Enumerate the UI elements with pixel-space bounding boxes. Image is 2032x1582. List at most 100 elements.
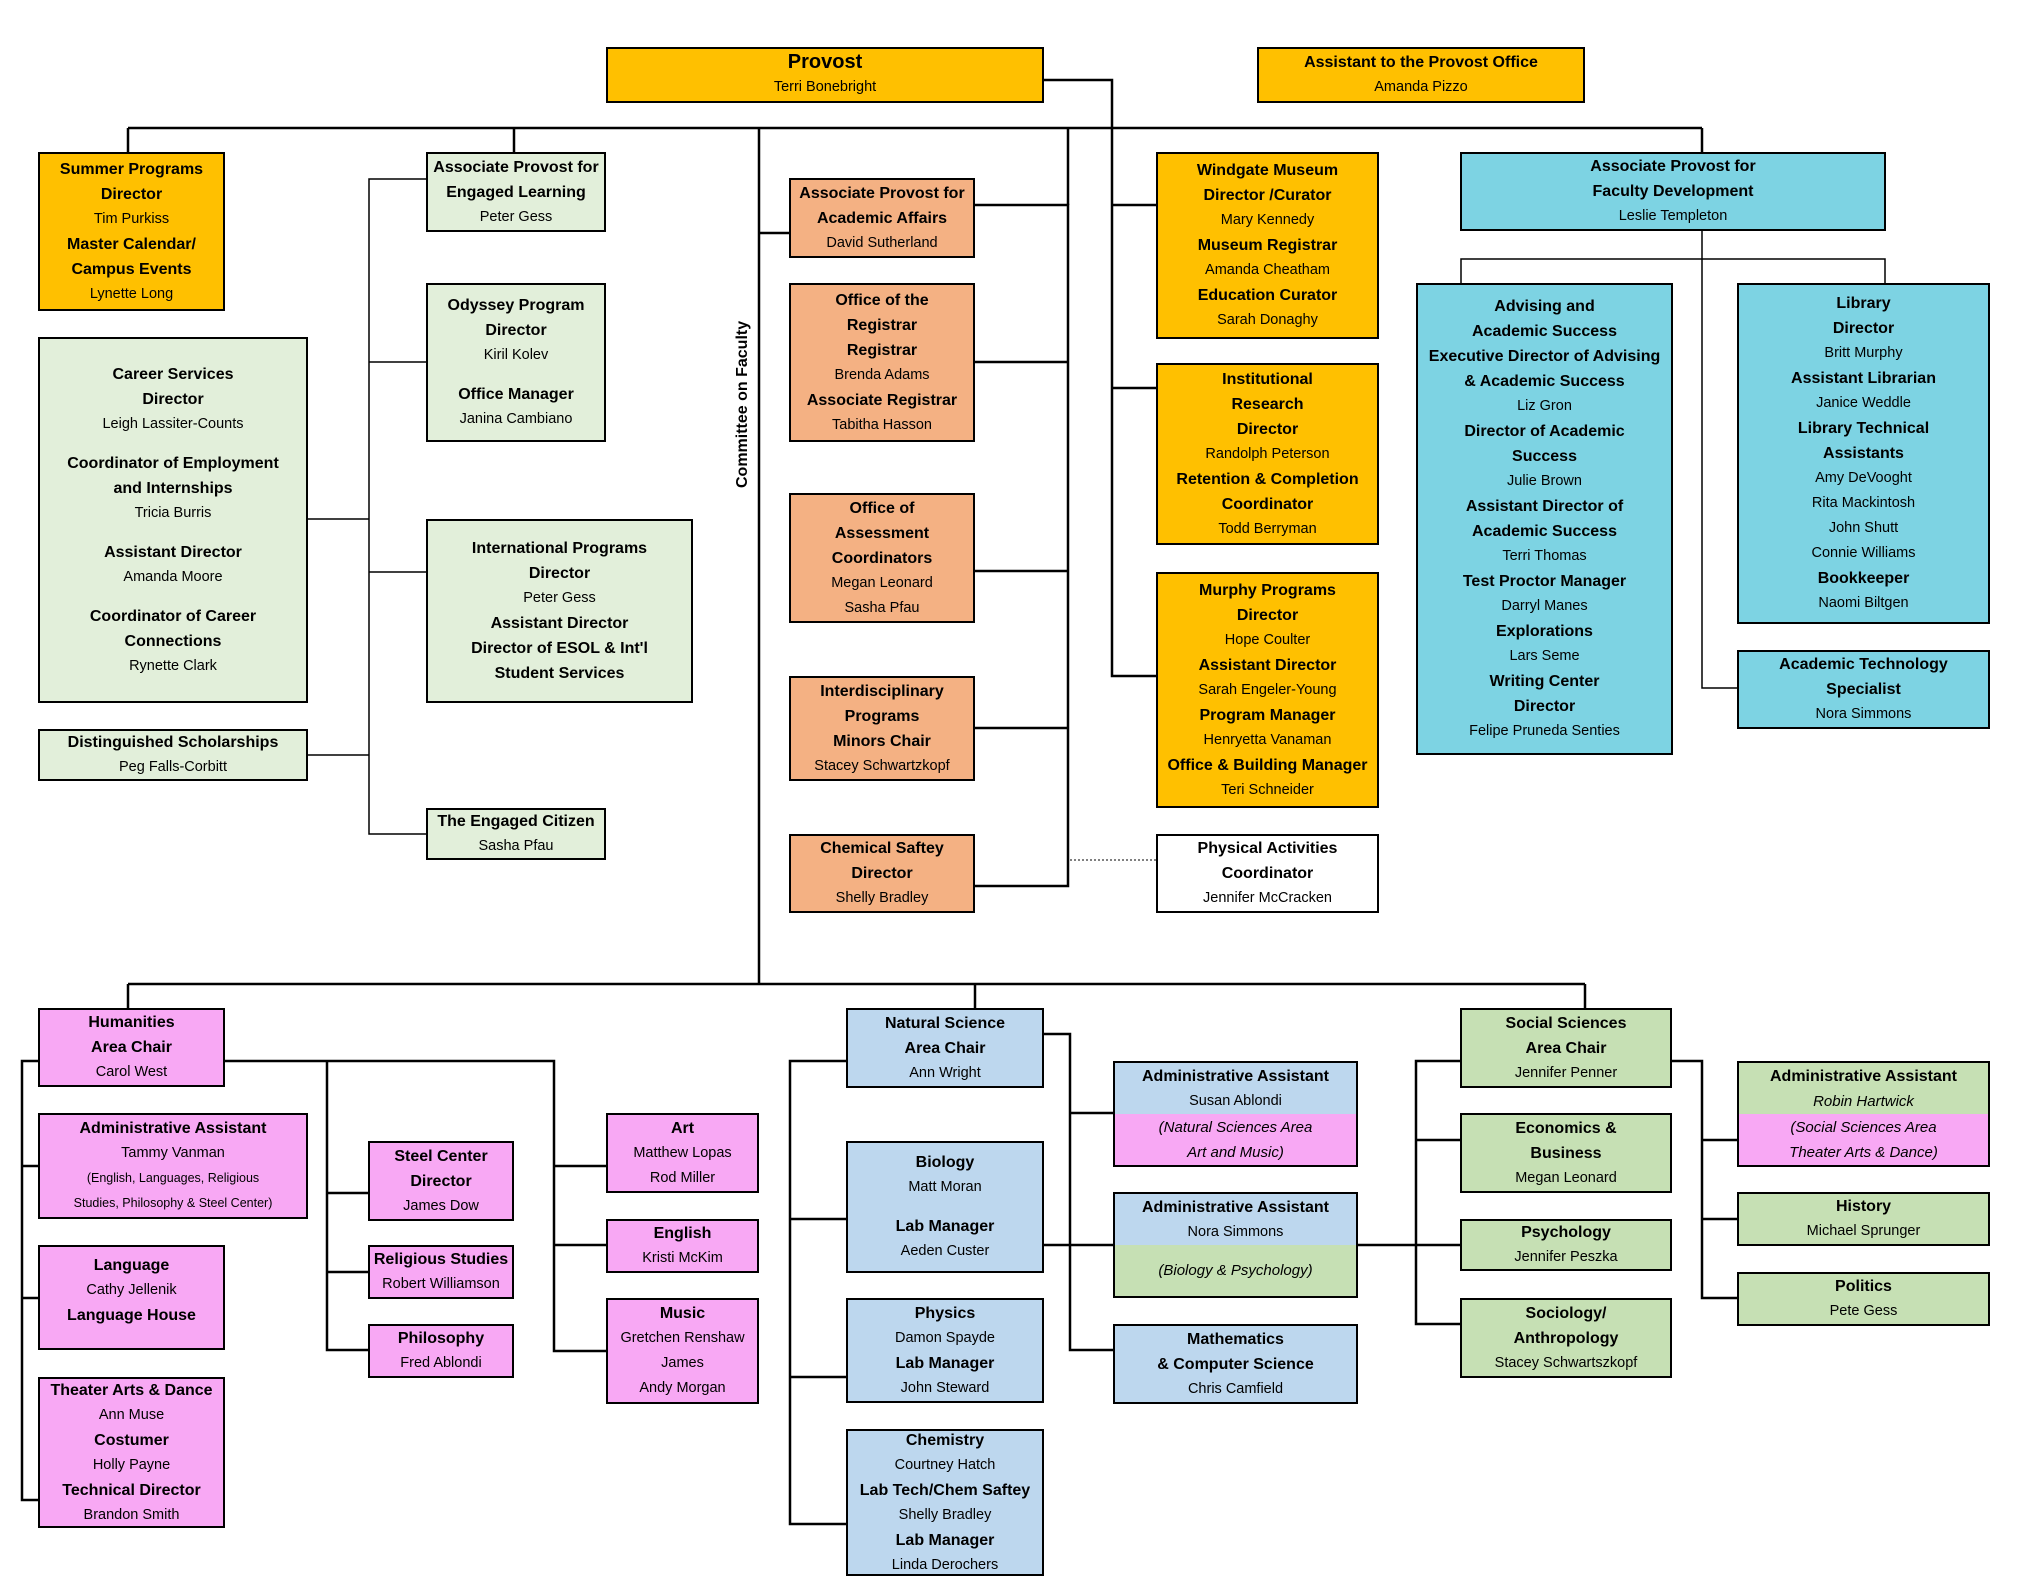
box-person-line: Megan Leonard <box>1515 1169 1617 1186</box>
box-title-line: Library Technical <box>1797 420 1930 437</box>
box-title-line: Director <box>1236 420 1299 438</box>
box-title-line: Chemistry <box>905 1431 985 1449</box>
box-title-line: Assistant Director of <box>1465 498 1624 515</box>
box-person-line: Aeden Custer <box>900 1243 990 1259</box>
box-title-line: Success <box>1512 448 1577 465</box>
box-title-line: Summer Programs <box>59 160 204 178</box>
box-title-line: Institutional <box>1222 370 1313 388</box>
box-person-line: Britt Murphy <box>1824 345 1903 361</box>
box-person-line: Peter Gess <box>523 590 596 606</box>
box-person-line: Randolph Peterson <box>1205 445 1330 462</box>
box-person-line: Ann Wright <box>909 1064 981 1081</box>
box-title-line: Program Manager <box>1199 706 1336 724</box>
box-title-line: Academic Affairs <box>816 209 948 227</box>
box-person-line: Janina Cambiano <box>459 411 573 427</box>
box-title-line: Engaged Learning <box>446 183 586 201</box>
box-person-line: Ann Muse <box>98 1406 165 1423</box>
box-title-line: Administrative Assistant <box>1141 1198 1329 1216</box>
box-title-line: Philosophy <box>397 1330 485 1347</box>
assistant-provost-office-box[interactable]: Assistant to the Provost Office Amanda P… <box>1257 47 1585 103</box>
box-title-line: Executive Director of Advising <box>1428 348 1661 365</box>
box-title-line: Anthropology <box>1513 1329 1619 1347</box>
box-person-line: (Social Sciences Area <box>1790 1118 1937 1136</box>
box-title-line: Chemical Saftey <box>820 840 944 857</box>
box-person-line: Shelly Bradley <box>898 1506 992 1523</box>
box-title-line: Sociology/ <box>1525 1304 1607 1322</box>
box-person-line: Gretchen Renshaw <box>620 1330 745 1346</box>
box-person-line: Liz Gron <box>1517 398 1572 414</box>
box-person-line: John Steward <box>900 1379 990 1396</box>
box-bottom-band: (Biology & Psychology) <box>1115 1245 1356 1296</box>
box-person-line: Janice Weddle <box>1816 395 1911 411</box>
box-title-line: Director <box>142 390 204 408</box>
box-person-line: Hope Coulter <box>1224 631 1311 648</box>
box-title-line: Academic Success <box>1472 323 1617 340</box>
box-title-line: Theater Arts & Dance <box>50 1381 213 1399</box>
box-person-line: Connie Williams <box>1811 545 1916 561</box>
box-person-line: Courtney Hatch <box>894 1456 996 1473</box>
box-title-line: Area Chair <box>1525 1039 1607 1057</box>
box-title-line: Director <box>100 185 163 203</box>
box-person-line: Lars Seme <box>1509 648 1580 664</box>
box-title-line: Business <box>1530 1144 1602 1162</box>
box-title-line: Director <box>1832 320 1895 337</box>
box-title-line: Assistant Director <box>1198 656 1337 674</box>
provost-box[interactable]: Provost Terri Bonebright <box>606 47 1044 103</box>
box-title-line: Minors Chair <box>833 732 931 750</box>
box-title-line: Mathematics <box>1187 1330 1284 1348</box>
box-person-line: (Natural Sciences Area <box>1158 1118 1313 1136</box>
box-person-line: (English, Languages, Religious <box>86 1171 260 1185</box>
box-title-line: Language <box>93 1257 170 1274</box>
box-title-line: and Internships <box>113 479 233 497</box>
box-title-line: Associate Provost for <box>799 184 965 202</box>
box-person-line: Julie Brown <box>1507 473 1582 489</box>
box-title-line: Student Services <box>494 665 625 682</box>
box-title-line: Director /Curator <box>1203 187 1332 204</box>
